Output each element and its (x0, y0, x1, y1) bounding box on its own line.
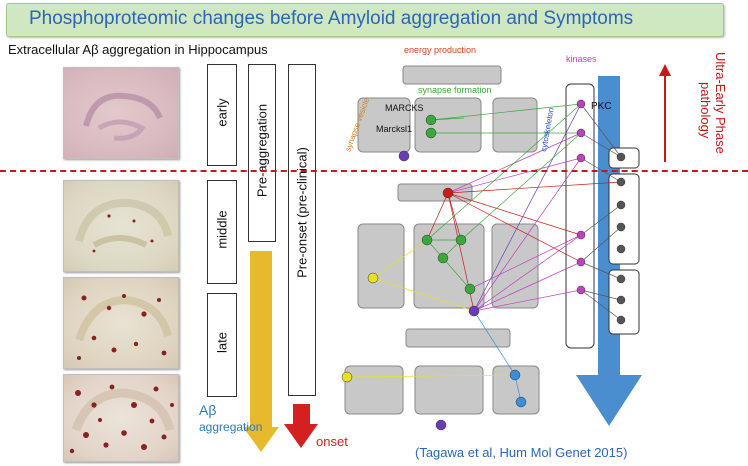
node-purple-1 (398, 150, 410, 162)
node-gray-3 (616, 200, 626, 210)
node-gray-8 (616, 315, 626, 325)
node-marcks (425, 114, 437, 126)
abeta-label-line1: Aβ (199, 402, 217, 418)
module-box-cytoskeleton (492, 97, 538, 153)
node-kinase-4 (576, 230, 586, 240)
node-green-2 (455, 234, 467, 246)
histology-slide-late (63, 277, 179, 369)
hippocampus-image-onset (69, 384, 175, 454)
histology-slide-onset (63, 374, 179, 462)
histology-slide-middle (63, 180, 179, 272)
subtitle: Extracellular Aβ aggregation in Hippocam… (8, 42, 268, 57)
node-blue-2 (515, 396, 527, 408)
abeta-aggregation-label: Aβ aggregation (199, 402, 262, 436)
node-kinase-5 (576, 257, 586, 267)
label-marcks: MARCKS (385, 103, 424, 113)
label-kinases: kinases (566, 54, 597, 64)
onset-label: onset (316, 434, 348, 449)
node-green-4 (464, 283, 476, 295)
module-box-lower-center (414, 365, 484, 415)
node-red (442, 187, 454, 199)
stage-box-late: late (207, 293, 237, 397)
module-box-lower-left (344, 365, 404, 415)
label-marcksl1: Marcksl1 (376, 124, 412, 134)
module-box-lower-right (492, 365, 540, 415)
ultra-early-arrowhead (659, 64, 671, 76)
node-green-1 (421, 234, 433, 246)
node-marcksl1 (425, 127, 437, 139)
module-box-lower-top (405, 328, 511, 348)
node-kinase-2 (576, 128, 586, 138)
pre-aggregation-box: Pre-aggregation (248, 64, 276, 242)
node-gray-1 (616, 152, 626, 162)
ultra-early-line1: Ultra-Early Phase (713, 52, 728, 154)
label-synapse-formation: synapse formation (418, 85, 492, 95)
module-box-synapse-vesicle (357, 97, 411, 153)
hippocampus-image-early (83, 92, 163, 141)
module-box-energy (402, 65, 502, 85)
abeta-aggregation-arrow (243, 251, 279, 452)
node-yellow-2 (341, 371, 353, 383)
label-energy-production: energy production (404, 45, 476, 55)
stage-box-middle: middle (207, 180, 237, 284)
node-gray-5 (616, 244, 626, 254)
node-gray-4 (616, 222, 626, 232)
node-purple-3 (435, 419, 447, 431)
node-purple-2 (468, 305, 480, 317)
network-nodes (341, 99, 626, 431)
citation: (Tagawa et al, Hum Mol Genet 2015) (415, 445, 628, 460)
module-box-synapse-formation (414, 97, 482, 153)
hippocampus-image-late (75, 294, 172, 360)
node-kinase-3 (576, 153, 586, 163)
node-pkc (576, 99, 586, 109)
title-banner: Phosphoproteomic changes before Amyloid … (6, 3, 724, 37)
pre-onset-box: Pre-onset (pre-clinical) (288, 64, 316, 396)
ultra-early-line2: pathology (698, 82, 713, 139)
module-box-mid-top (397, 183, 473, 202)
module-box-mid-left (357, 223, 405, 309)
node-gray-2 (616, 177, 626, 187)
label-pkc: PKC (591, 101, 612, 112)
page-title: Phosphoproteomic changes before Amyloid … (29, 8, 634, 29)
node-green-3 (437, 252, 449, 264)
module-box-mid-right (491, 223, 539, 309)
ultra-early-boundary-line (0, 170, 748, 172)
right-box-2 (608, 173, 640, 265)
node-kinase-6 (576, 285, 586, 295)
node-gray-7 (616, 295, 626, 305)
onset-arrow (284, 404, 318, 448)
node-blue-1 (509, 369, 521, 381)
stage-box-early: early (207, 64, 237, 166)
node-gray-6 (616, 274, 626, 284)
interaction-edges (346, 103, 622, 403)
histology-slide-early (63, 67, 179, 159)
hippocampus-image-middle (75, 198, 172, 253)
node-yellow-1 (367, 272, 379, 284)
kinase-column-box (565, 83, 595, 349)
abeta-label-line2: aggregation (199, 420, 263, 434)
